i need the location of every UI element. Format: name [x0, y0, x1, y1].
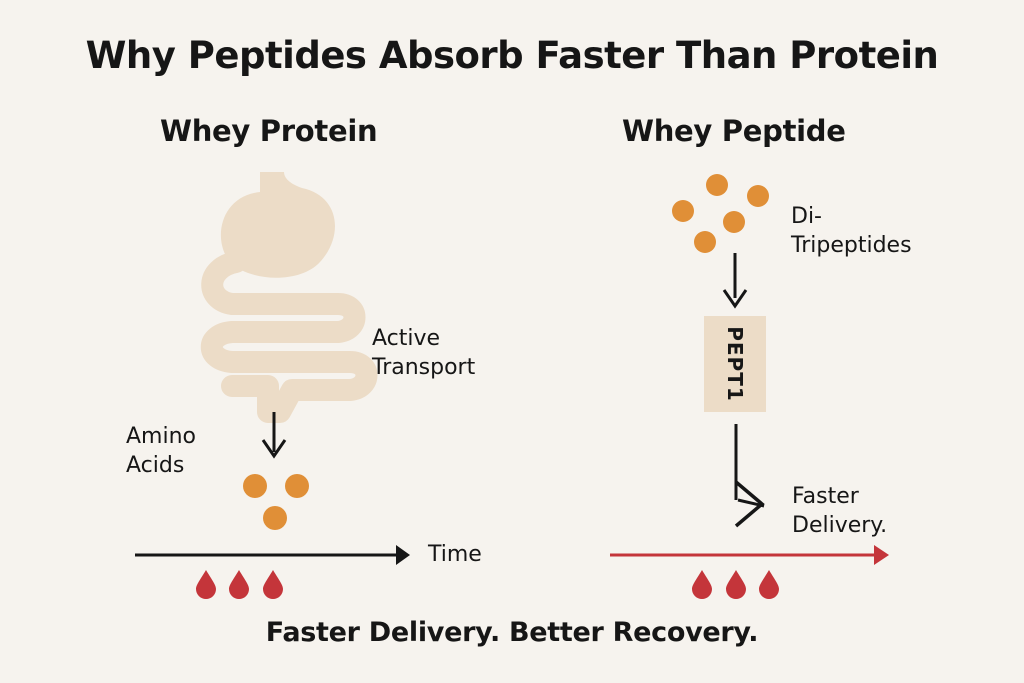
whey-protein-heading: Whey Protein: [160, 114, 378, 148]
page-title: Why Peptides Absorb Faster Than Protein: [85, 34, 939, 77]
pept1-transporter-box: [704, 316, 766, 412]
peptide-uptake-arrow: [722, 253, 748, 309]
footer-tagline: Faster Delivery. Better Recovery.: [265, 617, 759, 648]
whey-peptide-heading: Whey Peptide: [622, 114, 846, 148]
pept1-label: PEPT1: [723, 326, 747, 402]
fast-time-axis-arrow: [610, 545, 889, 565]
faster-delivery-label: Faster Delivery.: [792, 484, 888, 538]
blood-drops-left: [196, 570, 283, 599]
amino-release-arrow: [261, 412, 287, 459]
di-tripeptides-label: Di- Tripeptides: [791, 204, 912, 258]
amino-acids-label: Amino Acids: [126, 424, 196, 478]
time-axis-label: Time: [428, 542, 482, 567]
di-tripeptide-dots: [672, 174, 769, 253]
time-axis-arrow: [135, 545, 410, 565]
stomach-intestine-icon: [201, 172, 378, 423]
active-transport-label: Active Transport: [372, 326, 476, 380]
faster-delivery-arrow: [734, 424, 765, 528]
amino-acid-dots: [243, 474, 309, 530]
blood-drops-right: [692, 570, 779, 599]
